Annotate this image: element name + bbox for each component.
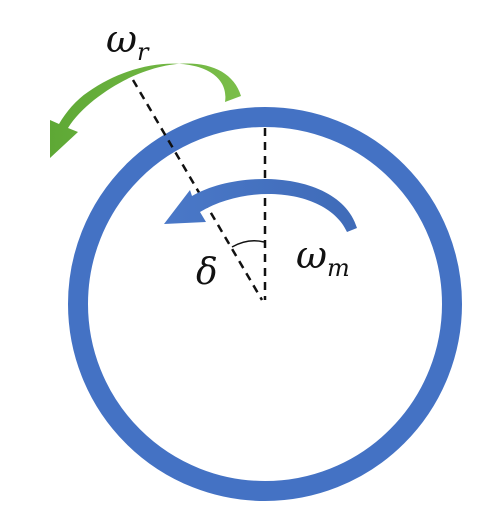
- stator-ring: [68, 107, 462, 501]
- omega-m-label: ωm: [296, 233, 350, 282]
- omega-r-label: ωr: [106, 17, 150, 66]
- omega-m-symbol: ω: [296, 233, 327, 277]
- omega-m-subscript: m: [327, 254, 350, 282]
- omega-r-subscript: r: [137, 38, 150, 66]
- delta-label: δ: [196, 252, 218, 293]
- omega-r-symbol: ω: [106, 17, 137, 61]
- delta-angle-arc: [231, 240, 265, 248]
- blue-rotation-arrow: [164, 179, 357, 232]
- rotor-axis-line: [131, 79, 264, 301]
- green-rotation-arrow: [50, 63, 241, 159]
